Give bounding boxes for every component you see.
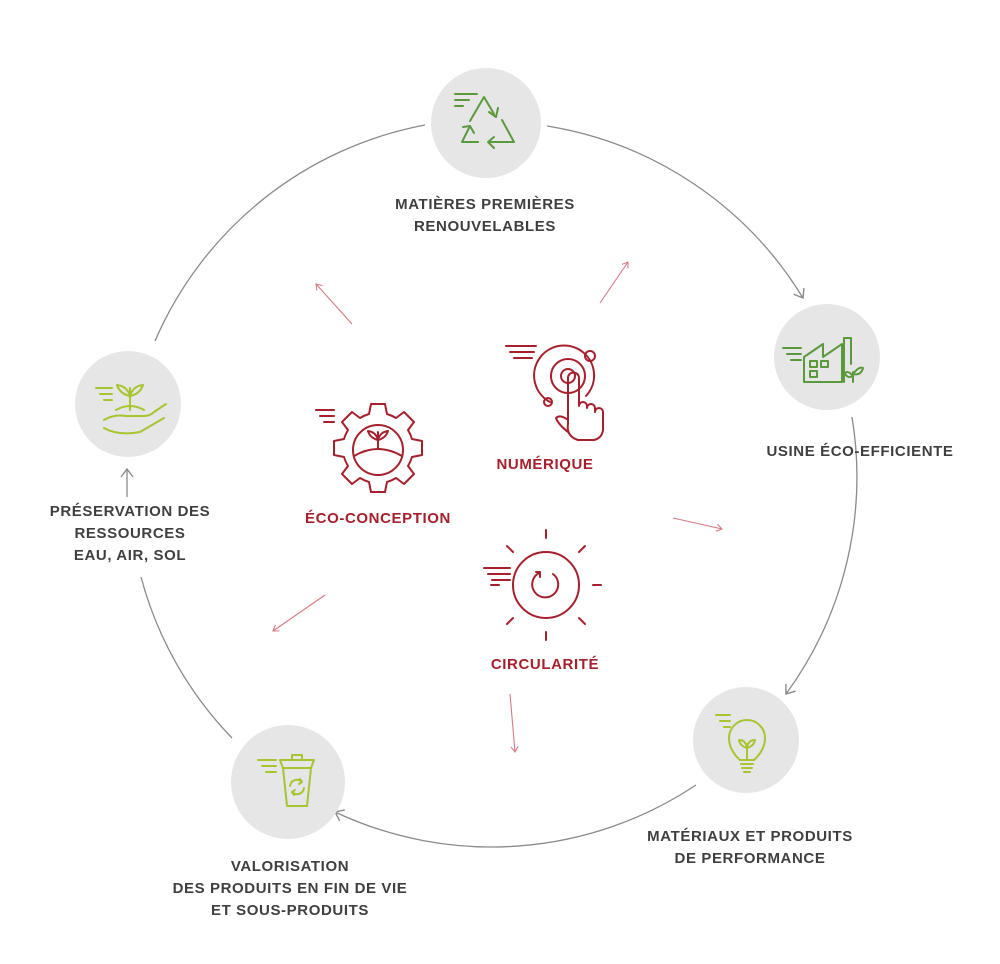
arrow-to-top-right bbox=[599, 261, 629, 304]
arc-hand-to-recycle bbox=[154, 124, 426, 342]
label-line: ET SOUS-PRODUITS bbox=[211, 902, 369, 919]
recycle-bin-icon bbox=[257, 754, 315, 807]
pillar-eco-conception bbox=[315, 403, 423, 493]
node-circle bbox=[693, 687, 799, 793]
label-line: EAU, AIR, SOL bbox=[73, 547, 187, 564]
hand-plant-icon bbox=[95, 384, 167, 435]
arrow-to-top-left bbox=[315, 283, 353, 325]
label-eco-conception: ÉCO-CONCEPTION bbox=[305, 510, 451, 527]
label-line: DE PERFORMANCE bbox=[674, 850, 826, 867]
recycle-icon bbox=[454, 93, 515, 149]
arc-factory-to-lightbulb bbox=[785, 416, 858, 695]
arrow-to-bottom bbox=[509, 693, 519, 753]
touch-target-icon bbox=[505, 344, 604, 441]
label-line: PRÉSERVATION DES bbox=[49, 503, 211, 520]
label-line: DES PRODUITS EN FIN DE VIE bbox=[172, 880, 408, 897]
label-performance-materials: MATÉRIAUX ET PRODUITS DE PERFORMANCE bbox=[620, 826, 880, 870]
sun-cycle-icon bbox=[483, 529, 602, 641]
node-circle bbox=[774, 304, 880, 410]
label-line: MATÉRIAUX ET PRODUITS bbox=[647, 828, 853, 845]
node-circle bbox=[75, 351, 181, 457]
inner-arrows bbox=[272, 261, 723, 753]
node-lightbulb bbox=[693, 687, 799, 793]
outer-ring bbox=[120, 124, 858, 848]
label-line: VALORISATION bbox=[230, 858, 350, 875]
arrow-to-right bbox=[672, 517, 723, 532]
node-recycle bbox=[431, 68, 541, 178]
arc-recycle-to-factory bbox=[546, 125, 805, 299]
arrow-to-bottom-left bbox=[272, 594, 326, 632]
arc-lightbulb-to-bin bbox=[333, 784, 697, 848]
factory-icon bbox=[782, 337, 864, 383]
label-raw-materials: MATIÈRES PREMIÈRES RENOUVELABLES bbox=[360, 194, 610, 238]
arc-bin-to-hand bbox=[140, 576, 233, 739]
node-circle bbox=[231, 725, 345, 839]
pillar-circularite bbox=[483, 529, 602, 641]
label-end-of-life: VALORISATION DES PRODUITS EN FIN DE VIE … bbox=[140, 856, 440, 922]
lightbulb-icon bbox=[715, 714, 766, 773]
node-factory bbox=[774, 304, 880, 410]
label-line: MATIÈRES PREMIÈRES bbox=[395, 196, 575, 213]
label-eco-factory: USINE ÉCO-EFFICIENTE bbox=[730, 441, 990, 463]
label-line: RENOUVELABLES bbox=[414, 218, 556, 235]
label-line: RESSOURCES bbox=[74, 525, 186, 542]
label-circularite: CIRCULARITÉ bbox=[490, 656, 600, 673]
node-hand-plant bbox=[75, 351, 181, 457]
pillar-numerique bbox=[505, 344, 604, 441]
node-circle bbox=[431, 68, 541, 178]
label-numerique: NUMÉRIQUE bbox=[496, 456, 594, 473]
node-bin bbox=[231, 725, 345, 839]
label-line: USINE ÉCO-EFFICIENTE bbox=[766, 443, 954, 460]
label-resources: PRÉSERVATION DES RESSOURCES EAU, AIR, SO… bbox=[15, 501, 245, 567]
gear-leaf-icon bbox=[315, 403, 423, 493]
